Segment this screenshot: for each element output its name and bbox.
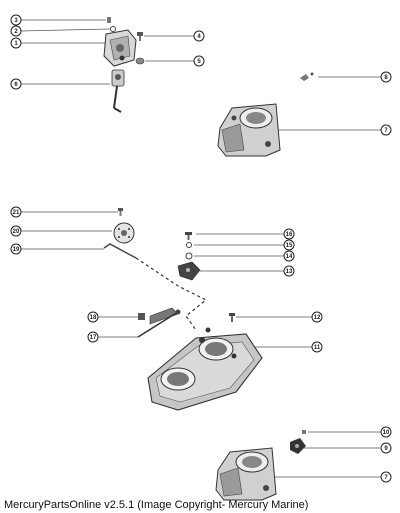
nut-part bbox=[302, 430, 306, 434]
callout-7: 7 bbox=[380, 124, 392, 136]
screw-part bbox=[118, 208, 123, 216]
callout-14: 14 bbox=[283, 250, 295, 262]
callout-3: 3 bbox=[10, 14, 22, 26]
callout-circle bbox=[10, 37, 22, 49]
callout-circle bbox=[380, 124, 392, 136]
lever-part bbox=[111, 69, 125, 113]
screw-part bbox=[107, 17, 111, 23]
carburetor-part bbox=[215, 447, 277, 501]
leader-lines-top bbox=[20, 19, 381, 131]
callout-circle bbox=[311, 341, 323, 353]
callout-number: 6 bbox=[14, 82, 18, 88]
callout-circle bbox=[87, 311, 99, 323]
callout-number: 3 bbox=[14, 18, 18, 24]
callout-circle bbox=[380, 442, 392, 454]
throttle-body-part bbox=[103, 29, 137, 67]
callout-number: 9 bbox=[384, 446, 388, 452]
callout-21: 21 bbox=[10, 206, 22, 218]
callout-4: 4 bbox=[193, 30, 205, 42]
callout-circle bbox=[283, 265, 295, 277]
lever-part bbox=[177, 261, 201, 281]
washer-part bbox=[186, 242, 192, 248]
callout-number: 21 bbox=[13, 210, 20, 216]
image-copyright-caption: MercuryPartsOnline v2.5.1 (Image Copyrig… bbox=[4, 499, 309, 511]
callout-circle bbox=[380, 471, 392, 483]
callout-number: 7 bbox=[384, 128, 388, 134]
callout-5: 5 bbox=[193, 55, 205, 67]
callout-number: 1 bbox=[14, 41, 18, 47]
callout-circle bbox=[193, 30, 205, 42]
callout-circle bbox=[283, 228, 295, 240]
screw-part bbox=[229, 313, 235, 322]
callout-19: 19 bbox=[10, 243, 22, 255]
callout-number: 5 bbox=[197, 59, 201, 65]
callout-circle bbox=[193, 55, 205, 67]
callout-circle bbox=[311, 311, 323, 323]
callout-17: 17 bbox=[87, 331, 99, 343]
callout-number: 8 bbox=[384, 75, 388, 81]
callout-circle bbox=[10, 243, 22, 255]
callout-number: 17 bbox=[90, 335, 97, 341]
washer-part bbox=[110, 26, 116, 32]
fitting-part bbox=[290, 438, 306, 454]
callout-12: 12 bbox=[311, 311, 323, 323]
callout-number: 19 bbox=[13, 247, 20, 253]
callout-number: 15 bbox=[286, 243, 293, 249]
callout-circle bbox=[380, 426, 392, 438]
callout-10: 10 bbox=[380, 426, 392, 438]
callout-number: 4 bbox=[197, 34, 201, 40]
callout-circle bbox=[10, 206, 22, 218]
callout-18: 18 bbox=[87, 311, 99, 323]
manifold-part bbox=[147, 327, 263, 411]
callout-20: 20 bbox=[10, 225, 22, 237]
callout-7: 7 bbox=[380, 471, 392, 483]
ring-part bbox=[185, 252, 193, 260]
link-rod-part bbox=[103, 243, 137, 259]
callout-circle bbox=[10, 25, 22, 37]
leader-lines-bottom bbox=[270, 431, 381, 478]
callout-number: 13 bbox=[286, 269, 293, 275]
cam-part bbox=[113, 222, 135, 244]
leader-lines-middle bbox=[21, 211, 312, 348]
callout-16: 16 bbox=[283, 228, 295, 240]
callout-circle bbox=[283, 250, 295, 262]
callout-circle bbox=[10, 78, 22, 90]
screw-part bbox=[137, 32, 143, 41]
callout-15: 15 bbox=[283, 239, 295, 251]
callout-circle bbox=[283, 239, 295, 251]
callout-2: 2 bbox=[10, 25, 22, 37]
callout-number: 2 bbox=[14, 29, 18, 35]
callout-number: 10 bbox=[383, 430, 390, 436]
callout-circle bbox=[10, 225, 22, 237]
callout-number: 7 bbox=[384, 475, 388, 481]
callout-number: 11 bbox=[314, 345, 321, 351]
callout-number: 16 bbox=[286, 232, 293, 238]
callout-11: 11 bbox=[311, 341, 323, 353]
callout-circle bbox=[87, 331, 99, 343]
callout-number: 18 bbox=[90, 315, 97, 321]
callout-number: 20 bbox=[13, 229, 20, 235]
rod-part bbox=[137, 309, 181, 338]
screw-part bbox=[185, 232, 192, 240]
callout-9: 9 bbox=[380, 442, 392, 454]
clip-part bbox=[300, 72, 314, 81]
callout-circle bbox=[10, 14, 22, 26]
callout-number: 14 bbox=[286, 254, 293, 260]
carburetor-part bbox=[217, 103, 281, 157]
nut-part bbox=[135, 57, 145, 65]
callout-6: 6 bbox=[10, 78, 22, 90]
callout-13: 13 bbox=[283, 265, 295, 277]
callout-circle bbox=[380, 71, 392, 83]
callout-number: 12 bbox=[314, 315, 321, 321]
callout-8: 8 bbox=[380, 71, 392, 83]
callout-1: 1 bbox=[10, 37, 22, 49]
